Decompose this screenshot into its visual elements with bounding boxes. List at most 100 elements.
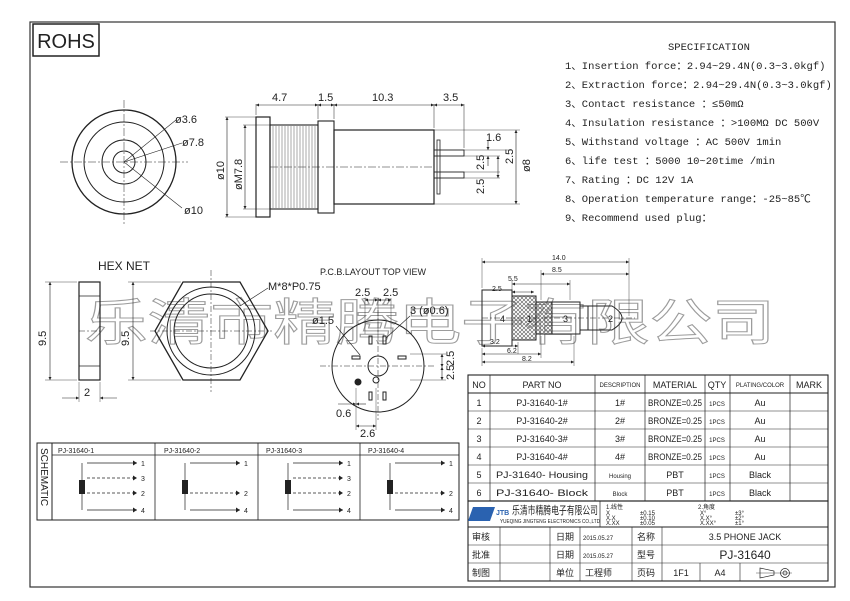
schematic-section: SCHEMATIC PJ-31640-1 PJ-31640-2 PJ-31640… xyxy=(36,442,460,521)
spec-line-8: 8、Operation temperature range：-25~85℃ xyxy=(565,194,811,206)
bom-cell: 4# xyxy=(615,452,625,462)
spec-line-9: 9、Recommend used plug： xyxy=(565,213,712,225)
schematic-arrow-icon xyxy=(236,460,240,466)
plug-dim-4: 2.5 xyxy=(492,286,502,293)
bom-row: 2 PJ-31640-2# 2# BRONZE=0.25 1PCS Au xyxy=(476,416,765,426)
bom-cell: 5 xyxy=(476,470,481,480)
jack-body-icon xyxy=(79,480,85,494)
schematic-pin-label: 2 xyxy=(244,491,248,498)
schematic-part-2: PJ-31640-2 xyxy=(164,448,200,455)
schematic-pin-label: 2 xyxy=(347,491,351,498)
schematic-title: SCHEMATIC xyxy=(38,448,49,506)
side-thread-lines xyxy=(272,126,316,208)
schematic-pin-label: 4 xyxy=(347,508,351,515)
col-no: NO xyxy=(472,380,486,390)
col-material: MATERIAL xyxy=(653,380,697,390)
jack-body-icon xyxy=(182,480,188,494)
tol-cell: ±1° xyxy=(735,521,745,527)
pcb-layout xyxy=(320,298,446,430)
bom-cell: 1PCS xyxy=(709,402,725,408)
schematic-pin-label: 1 xyxy=(141,461,145,468)
bom-cell: 4 xyxy=(476,452,481,462)
plug-ring-1: 4 xyxy=(500,314,505,324)
sheet-border xyxy=(29,21,836,588)
front-dia-3: ø10 xyxy=(184,205,203,217)
side-dia-thread: øM7.8 xyxy=(233,159,245,190)
tol-cell: ±0.15 xyxy=(640,511,656,517)
company-name-en: YUEQING JINGTENG ELECTRONICS CO.,LTD xyxy=(500,519,600,525)
label-unit: 单位 xyxy=(556,567,574,578)
schematic-arrow-icon xyxy=(441,507,445,513)
schematic-pin-label: 4 xyxy=(449,508,453,515)
schematic-pin-label: 1 xyxy=(347,461,351,468)
label-model: 型号 xyxy=(637,550,655,560)
bom-cell: 2# xyxy=(615,416,625,426)
tolerance-angular: 2.角度 xyxy=(698,503,715,511)
product-model: PJ-31640 xyxy=(719,548,771,562)
hex-thread-label: M*8*P0.75 xyxy=(268,281,321,293)
side-dim-right-2: 2.5 xyxy=(475,155,487,170)
pcb-dim-top-1: 2.5 xyxy=(355,287,370,299)
bom-cell: 1PCS xyxy=(709,492,725,498)
bom-cell: Au xyxy=(754,416,765,426)
bom-cell: Housing xyxy=(609,474,631,480)
pcb-dim-right-2: 2.5 xyxy=(445,365,457,380)
date-2: 2015.05.27 xyxy=(583,554,614,560)
bom-cell: Black xyxy=(749,470,772,480)
schematic-pin-label: 4 xyxy=(244,508,248,515)
side-dim-right-1: 1.6 xyxy=(486,132,501,144)
bom-header-row: NO PART NO DESCRIPTION MATERIAL QTY PLAT… xyxy=(472,380,822,390)
pcb-dim-bottom-2: 2.6 xyxy=(360,428,375,440)
col-description: DESCRIPTION xyxy=(599,383,640,389)
schematic-part-1: PJ-31640-1 xyxy=(58,448,94,455)
bom-cell: Black xyxy=(749,488,772,498)
label-date-2: 日期 xyxy=(556,550,574,560)
spec-line-6: 6、life test ：5000 10~20time /min xyxy=(565,156,775,168)
schematic-pin-label: 2 xyxy=(141,491,145,498)
plug-ring-4: 2 xyxy=(608,314,613,324)
jack-body-icon xyxy=(387,480,393,494)
tol-cell: ±2° xyxy=(735,516,745,522)
schematic-arrow-icon xyxy=(339,490,343,496)
tol-cell: X.XX° xyxy=(700,521,717,527)
side-dim-right-4: 2.5 xyxy=(504,149,516,164)
side-dim-top-3: 10.3 xyxy=(372,92,393,104)
schematic-pin-label: 4 xyxy=(141,508,145,515)
col-part-no: PART NO xyxy=(522,380,561,390)
company-name-cn: 乐清市精腾电子有限公司 xyxy=(512,503,598,517)
schematic-arrow-icon xyxy=(236,490,240,496)
spec-line-1: 1、Insertion force：2.94~29.4N(0.3~3.0kgf) xyxy=(565,61,825,73)
side-dim-top-2: 1.5 xyxy=(318,92,333,104)
plug-ring-3: 3 xyxy=(563,314,568,324)
bom-cell: BRONZE=0.25 xyxy=(648,398,702,408)
plug-dim-2: 8.5 xyxy=(552,267,562,274)
schematic-arrow-icon xyxy=(133,475,137,481)
bom-cell: BRONZE=0.25 xyxy=(648,416,702,426)
bom-cell: Au xyxy=(754,452,765,462)
front-view xyxy=(60,100,188,224)
bom-cell: 1PCS xyxy=(709,438,725,444)
pcb-dim-right-1: 2.5 xyxy=(445,351,457,366)
pcb-hole-label: 3 (ø0.6) xyxy=(410,305,449,317)
bom-cell: 1# xyxy=(615,398,625,408)
schematic-pin-label: 1 xyxy=(244,461,248,468)
watermark: 乐清市精腾电子有限公司 xyxy=(85,294,775,352)
rohs-label: ROHS xyxy=(37,31,95,53)
side-view xyxy=(255,104,465,218)
schematic-arrow-icon xyxy=(133,490,137,496)
bom-cell: 3 xyxy=(476,434,481,444)
schematic-part-3: PJ-31640-3 xyxy=(266,448,302,455)
date-1: 2015.05.27 xyxy=(583,536,614,542)
plug-dim-total: 14.0 xyxy=(552,255,566,262)
tol-cell: X.X° xyxy=(700,516,713,522)
bom-row: 6 PJ-31640- Block Block PBT 1PCS Black xyxy=(476,488,771,498)
side-dim-right-3: 2.5 xyxy=(475,179,487,194)
bom-cell: 6 xyxy=(476,488,481,498)
schematic-pin-label: 3 xyxy=(347,476,351,483)
spec-line-4: 4、Insulation resistance ：>100MΩ DC 500V xyxy=(565,118,820,130)
spec-line-7: 7、Rating ：DC 12V 1A xyxy=(565,175,694,187)
hex-front-view xyxy=(128,270,272,392)
specification-block: SPECIFICATION 1、Insertion force：2.94~29.… xyxy=(565,42,832,225)
hex-net-title: HEX NET xyxy=(98,259,151,273)
